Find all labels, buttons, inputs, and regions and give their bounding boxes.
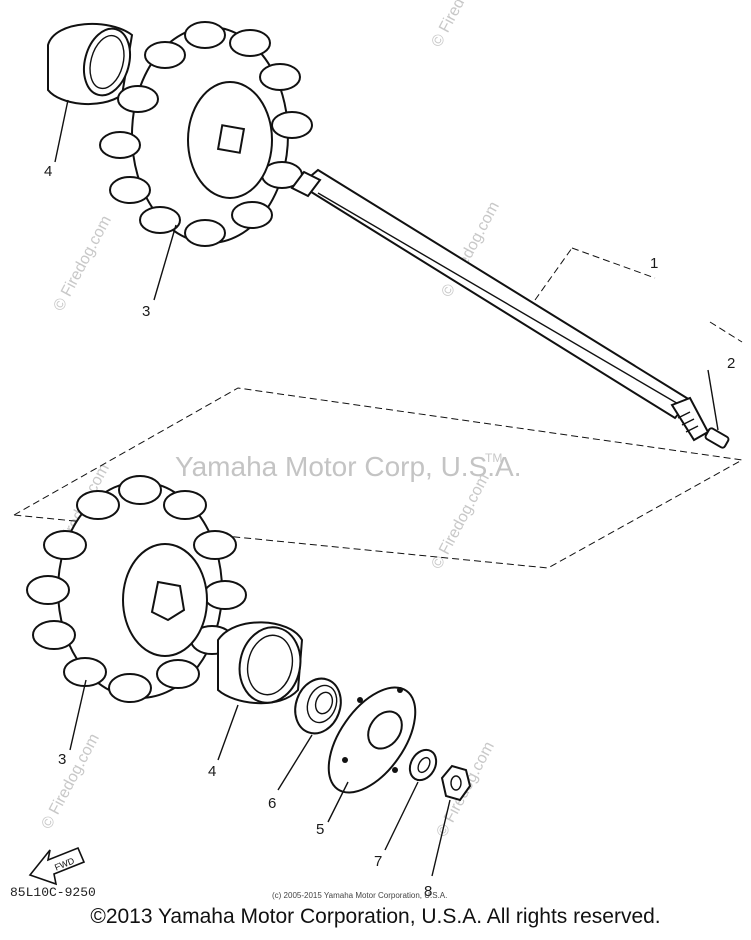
callout-labels: 1 2 3 4 3 4 5 6 7 8	[44, 163, 735, 900]
bearing-part	[294, 677, 342, 735]
callout-7: 7	[374, 853, 382, 870]
shaft-thread	[677, 411, 699, 433]
washer-part	[408, 748, 438, 782]
shaft-part	[290, 168, 710, 442]
callout-5: 5	[316, 821, 324, 838]
watermark-tm: TM	[485, 451, 502, 465]
small-copyright: (c) 2005-2015 Yamaha Motor Corporation, …	[272, 891, 447, 900]
diagram-code: 85L10C-9250	[10, 885, 96, 900]
watermark-center: Yamaha Motor Corp, U.S.A.	[175, 451, 522, 482]
watermark-firedog-1: © Firedog.com	[51, 213, 115, 314]
sprocket-part-bottom	[26, 475, 247, 703]
callout-3-bottom: 3	[58, 751, 66, 768]
flange-part	[327, 686, 417, 794]
collar-part-bottom	[217, 621, 304, 705]
sprocket-part-top	[99, 21, 313, 247]
callout-8: 8	[424, 883, 432, 900]
watermark-firedog-4: © Firedog.com	[429, 471, 493, 572]
leader-lines	[54, 99, 719, 877]
copyright-notice: ©2013 Yamaha Motor Corporation, U.S.A. A…	[90, 905, 661, 928]
fwd-arrow-icon: FWD	[28, 846, 86, 886]
collar-part-top	[47, 22, 134, 106]
callout-1: 1	[650, 255, 658, 272]
callout-3-top: 3	[142, 303, 150, 320]
callout-2: 2	[727, 355, 735, 372]
callout-4-bottom: 4	[208, 763, 216, 780]
callout-4-top: 4	[44, 163, 52, 180]
watermark-firedog-2: © Firedog.com	[429, 0, 493, 50]
assembly-outline	[13, 247, 744, 569]
pin-part	[704, 427, 730, 449]
nut-part	[440, 764, 472, 802]
callout-6: 6	[268, 795, 276, 812]
